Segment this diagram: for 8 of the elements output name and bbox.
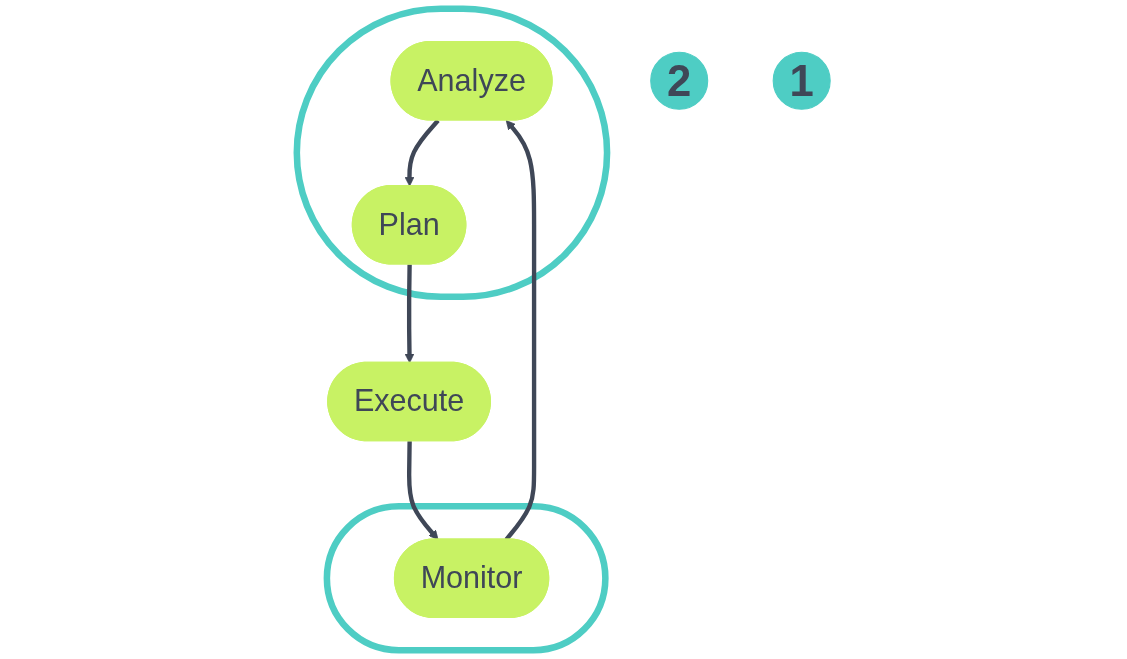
cluster [293,5,611,301]
arrow [504,120,537,541]
arrow [404,119,440,187]
node-circle: 1 [772,51,831,110]
node-circle: 2 [650,51,709,110]
arrow [406,441,439,540]
arrow [404,264,415,364]
cluster [323,502,609,654]
